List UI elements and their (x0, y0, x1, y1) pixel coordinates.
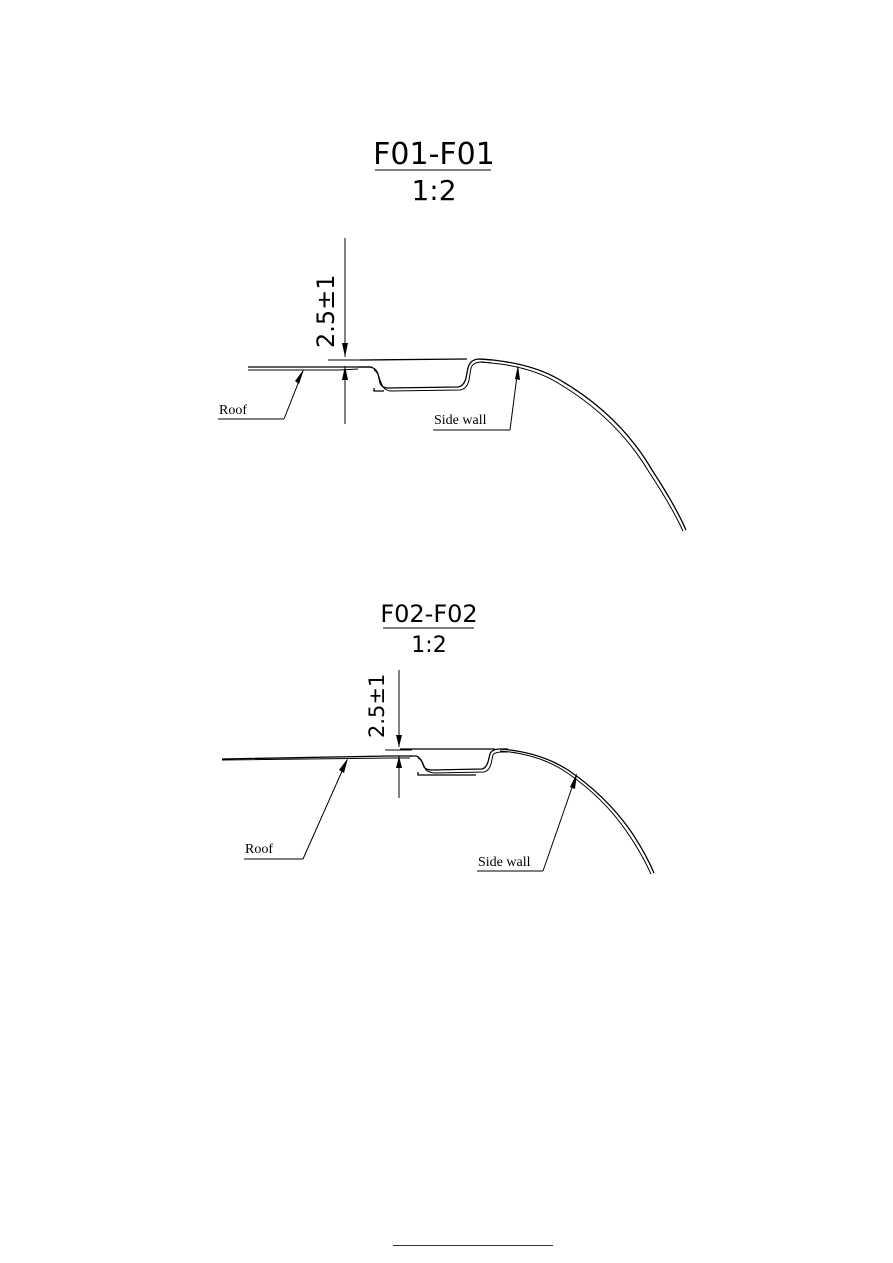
dimension-text: 2.5±1 (365, 674, 389, 738)
sidewall-flange-top (359, 358, 468, 361)
roof-panel-bottom (248, 368, 359, 371)
sidewall-label: Side wall (434, 413, 487, 428)
dimension-arrow-down (396, 735, 402, 747)
roof-label: Roof (219, 403, 247, 418)
section-scale: 1:2 (411, 174, 456, 207)
roof-panel-top (221, 755, 412, 760)
sidewall-leader-arrow (515, 365, 520, 380)
sidewall-curve-inner (479, 361, 684, 532)
dimension-text: 2.5±1 (312, 274, 340, 348)
roof-leader-line (302, 759, 348, 860)
roof-leader-arrow (295, 369, 304, 384)
section-title: F02-F02 (380, 600, 477, 628)
channel-profile-outer (358, 358, 493, 389)
sidewall-leader-arrow (570, 773, 577, 789)
roof-leader-arrow (339, 758, 348, 773)
sidewall-curve-inner (499, 750, 652, 875)
channel-profile-inner (417, 751, 508, 774)
dimension-arrow-up (396, 756, 402, 768)
dimension-arrow-up (342, 366, 348, 380)
roof-label: Roof (245, 842, 273, 857)
section-f01: F01-F01 1:2 2.5±1 Roof Side wall (218, 137, 687, 532)
channel-lip (417, 772, 476, 776)
roof-panel-bottom (221, 757, 410, 761)
section-scale: 1:2 (411, 633, 446, 658)
channel-lip (373, 388, 384, 392)
sidewall-curve-outer (499, 748, 655, 874)
sidewall-label: Side wall (478, 855, 531, 870)
channel-profile-inner (373, 361, 493, 392)
section-f02: F02-F02 1:2 2.5±1 Roof Side wall (221, 600, 655, 875)
dimension-arrow-down (342, 343, 348, 357)
section-title: F01-F01 (373, 137, 495, 172)
footer-link-underline[interactable] (393, 1245, 553, 1246)
sidewall-leader-line (542, 775, 577, 872)
sidewall-curve-outer (479, 358, 687, 531)
